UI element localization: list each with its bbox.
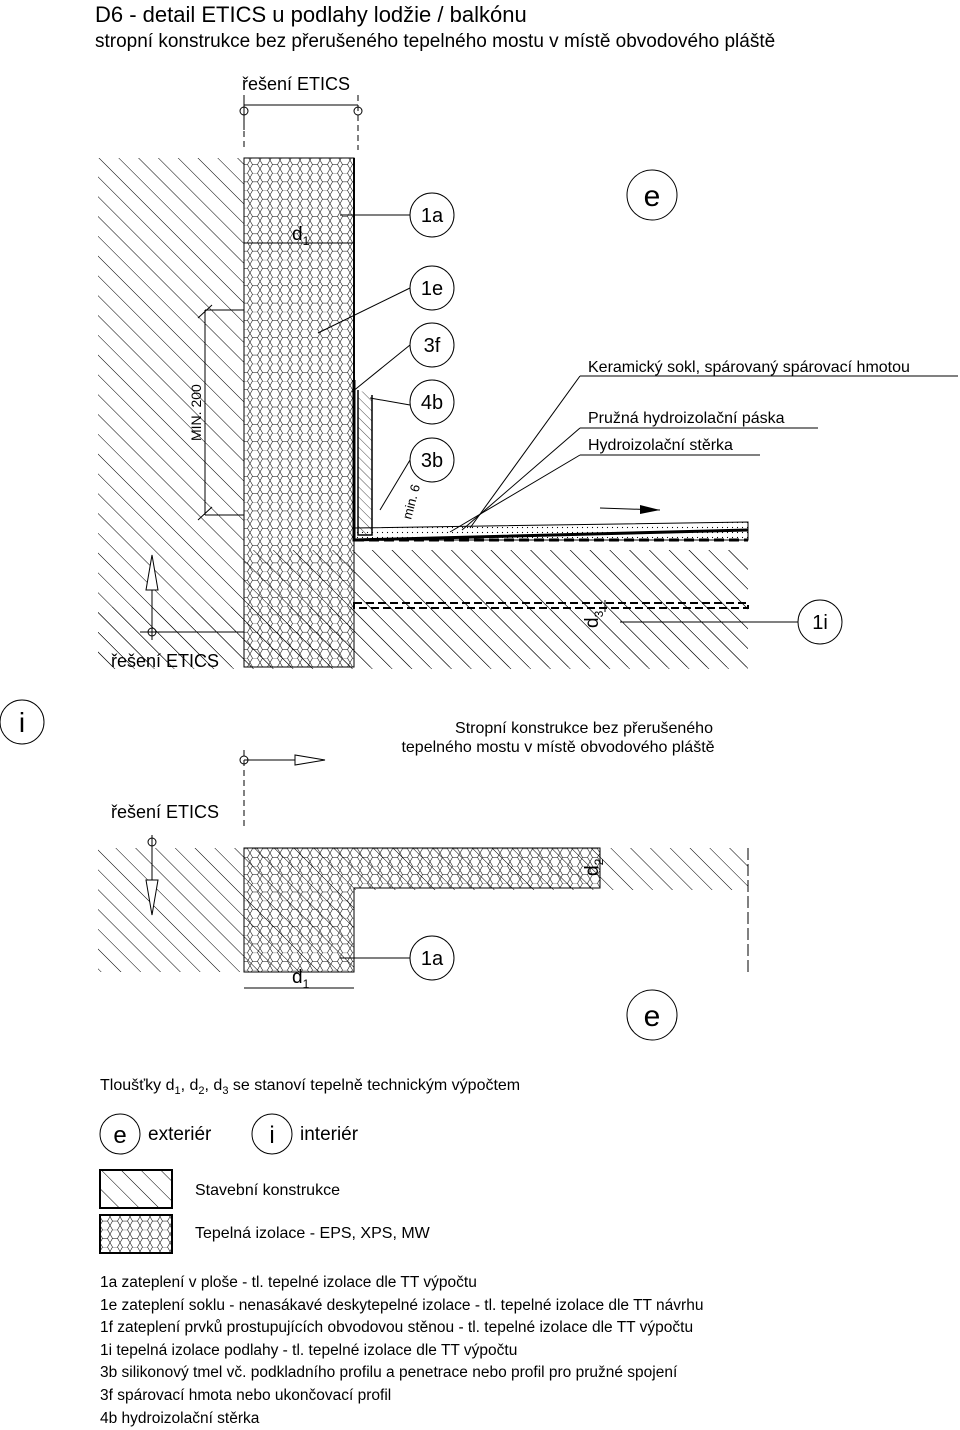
legend-structure-swatch bbox=[99, 1169, 173, 1209]
annotation-pruzna: Pružná hydroizolační páska bbox=[588, 410, 785, 427]
legend-e-label: exteriér bbox=[148, 1124, 212, 1145]
note-item: 1i tepelná izolace podlahy - tl. tepelné… bbox=[100, 1341, 518, 1359]
annotation-hydro: Hydroizolační stěrka bbox=[588, 437, 733, 454]
callout-1a-top: 1a bbox=[421, 205, 444, 227]
etics-label-bottom: řešení ETICS bbox=[111, 802, 219, 822]
callout-1e: 1e bbox=[421, 278, 443, 300]
annotation-stropni-2: tepelného mostu v místě obvodového plášt… bbox=[401, 739, 714, 756]
thickness-note: Tloušťky d1, d2, d3 se stanoví tepelně t… bbox=[100, 1077, 520, 1097]
annotation-stropni-1: Stropní konstrukce bez přerušeného bbox=[455, 720, 713, 737]
d1-top-label: d1 bbox=[292, 224, 310, 248]
note-item: 4b hydroizolační stěrka bbox=[100, 1409, 260, 1427]
legend-structure-label: Stavební konstrukce bbox=[195, 1182, 340, 1199]
note-item: 3f spárovací hmota nebo ukončovací profi… bbox=[100, 1386, 392, 1404]
construction-detail-drawing: řešení ETICS MIN. 200 min. 6 d1 1a 1e 3f… bbox=[0, 74, 958, 1254]
note-item: 1e zateplení soklu - nenasákavé deskytep… bbox=[100, 1296, 704, 1314]
legend-i-symbol: i bbox=[269, 1122, 274, 1149]
legend-insulation-swatch bbox=[99, 1214, 173, 1254]
note-item: 1a zateplení v ploše - tl. tepelné izola… bbox=[100, 1274, 477, 1291]
legend-i-label: interiér bbox=[300, 1124, 359, 1145]
d3-label: d3 bbox=[582, 610, 606, 628]
notes-list: 1a zateplení v ploše - tl. tepelné izola… bbox=[100, 1272, 703, 1430]
callout-4b: 4b bbox=[421, 392, 443, 414]
legend-insulation-label: Tepelná izolace - EPS, XPS, MW bbox=[195, 1225, 431, 1242]
note-item: 1f zateplení prvků prostupujících obvodo… bbox=[100, 1319, 694, 1337]
callout-3b: 3b bbox=[421, 450, 443, 472]
page-subtitle: stropní konstrukce bez přerušeného tepel… bbox=[95, 31, 776, 52]
d2-label: d2 bbox=[582, 858, 606, 876]
note-item: 3b silikonový tmel vč. podkladního profi… bbox=[100, 1364, 678, 1382]
exterior-symbol-top: e bbox=[644, 180, 661, 213]
interior-symbol-mid: i bbox=[19, 707, 25, 738]
min200-label: MIN. 200 bbox=[188, 384, 204, 441]
etics-label-left: řešení ETICS bbox=[111, 651, 219, 671]
annotation-keramicky: Keramický sokl, spárovaný spárovací hmot… bbox=[588, 359, 910, 376]
callout-1i: 1i bbox=[812, 612, 828, 634]
callout-1a-bottom: 1a bbox=[421, 948, 444, 970]
page-title: D6 - detail ETICS u podlahy lodžie / bal… bbox=[95, 2, 527, 27]
min6-label: min. 6 bbox=[399, 483, 423, 521]
d1-bottom-label: d1 bbox=[292, 967, 310, 991]
legend-e-symbol: e bbox=[113, 1122, 126, 1149]
callout-3f: 3f bbox=[424, 335, 441, 357]
etics-label-top: řešení ETICS bbox=[242, 74, 350, 94]
exterior-symbol-bottom: e bbox=[644, 1000, 661, 1033]
